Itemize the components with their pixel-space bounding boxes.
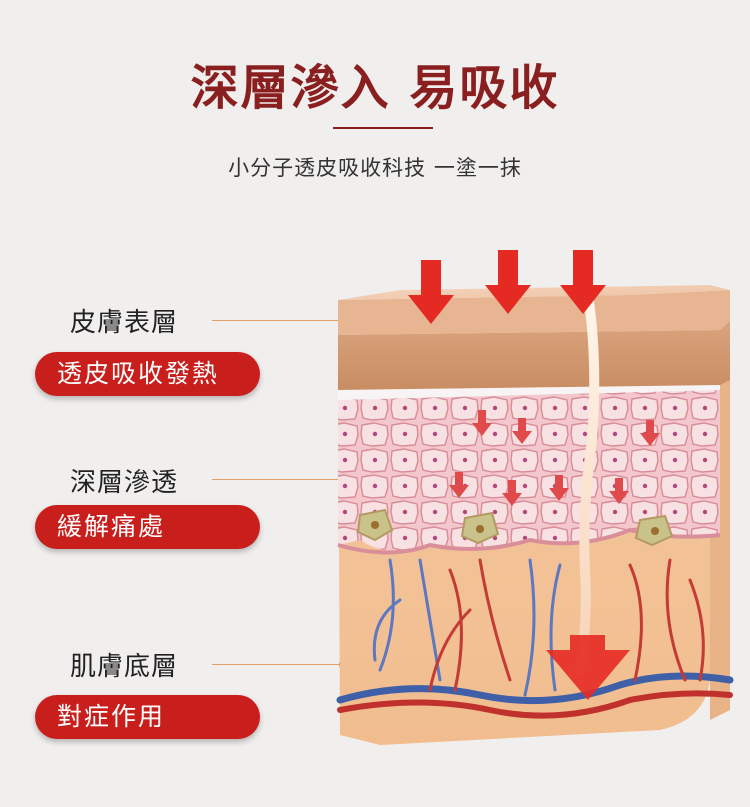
title-divider [333, 127, 433, 129]
layer-label-deep: 深層滲透 [70, 468, 179, 498]
leader-line-base [212, 664, 342, 665]
benefit-badge-surface: 透皮吸收發熱 [35, 352, 260, 396]
layer-label-base: 肌膚底層 [70, 652, 179, 682]
leader-line-surface [212, 320, 342, 321]
layer-label-surface: 皮膚表層 [70, 308, 179, 338]
leader-line-deep [212, 479, 342, 480]
benefit-badge-deep: 緩解痛處 [35, 505, 260, 549]
page-title: 深層滲入 易吸收 [190, 60, 560, 116]
benefit-badge-base: 對症作用 [35, 695, 260, 739]
skin-cross-section-illustration [336, 250, 734, 745]
page-subtitle: 小分子透皮吸收科技 一塗一抹 [228, 156, 522, 180]
